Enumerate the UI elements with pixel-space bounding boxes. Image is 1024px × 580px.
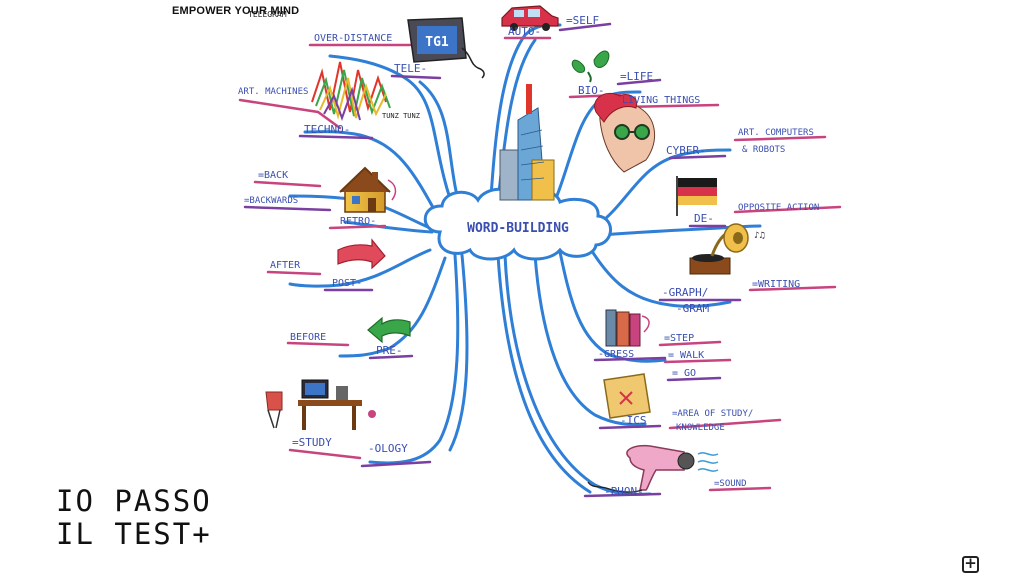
branch-post bbox=[288, 248, 432, 288]
brand-logo: IO PASSO IL TEST+ bbox=[56, 486, 246, 552]
ology-prefix-label: -OLOGY bbox=[368, 442, 408, 455]
green-arrow-icon bbox=[367, 316, 411, 344]
branch-ology-2 bbox=[448, 253, 469, 452]
cyber-face-icon bbox=[594, 92, 656, 173]
pre-meaning-label: BEFORE bbox=[290, 332, 326, 343]
graph-prefix1-label: -GRAPH/ bbox=[662, 286, 708, 299]
gress-meaning3-label: = GO bbox=[672, 368, 696, 379]
phon-meaning-label: =SOUND bbox=[714, 479, 747, 489]
svg-text:TG1: TG1 bbox=[425, 35, 449, 50]
post-meaning-label: AFTER bbox=[270, 260, 301, 271]
labels: TELEGRAM OVER-DISTANCE TELE- ART. MACHIN… bbox=[238, 10, 819, 498]
ics-meaning1-label: =AREA OF STUDY/ bbox=[672, 409, 753, 419]
de-prefix-label: DE- bbox=[694, 212, 714, 225]
expand-button[interactable]: + bbox=[962, 554, 979, 573]
branch-gress bbox=[558, 250, 667, 363]
svg-text:TUNZ TUNZ: TUNZ TUNZ bbox=[382, 112, 420, 120]
retro-meaning1-label: =BACK bbox=[258, 170, 288, 181]
ology-meaning-label: =STUDY bbox=[292, 436, 332, 449]
gramophone-icon: ♪♫ bbox=[689, 223, 765, 275]
logo-line-1: IO PASSO bbox=[56, 484, 212, 518]
retro-prefix-label: RETRO- bbox=[340, 216, 376, 227]
bio-meaning2-label: LIVING THINGS bbox=[622, 95, 700, 106]
ics-prefix-label: -ICS bbox=[620, 414, 647, 427]
desk-icon bbox=[265, 379, 376, 430]
phon-prefix-label: -PHON- bbox=[604, 485, 644, 498]
graph-meaning-label: =WRITING bbox=[752, 279, 800, 290]
pre-prefix-label: PRE- bbox=[376, 344, 403, 357]
red-arrow-icon bbox=[337, 238, 386, 270]
car-icon bbox=[501, 5, 559, 31]
gress-prefix-label: -GRESS bbox=[598, 349, 634, 360]
techno-meaning-label: ART. MACHINES bbox=[238, 87, 308, 97]
branch-ology bbox=[368, 253, 460, 465]
center-cloud: WORD-BUILDING bbox=[423, 187, 612, 261]
tele-meaning-label: OVER-DISTANCE bbox=[314, 33, 392, 44]
retro-meaning2-label: =BACKWARDS bbox=[244, 196, 298, 206]
tagline: EMPOWER YOUR MIND bbox=[172, 5, 300, 17]
plus-icon: + bbox=[964, 554, 977, 572]
branch-tele bbox=[328, 54, 458, 217]
books-icon bbox=[605, 309, 650, 347]
branch-pre bbox=[338, 256, 447, 358]
tele-example-label: TELEGRAM bbox=[248, 10, 287, 19]
skyscraper-icon bbox=[499, 84, 555, 201]
auto-meaning-label: =SELF bbox=[566, 14, 599, 27]
underlines bbox=[238, 22, 842, 498]
ics-meaning2-label: KNOWLEDGE bbox=[676, 423, 725, 433]
gress-meaning2-label: = WALK bbox=[668, 350, 704, 361]
plant-icon bbox=[571, 50, 610, 83]
branch-de bbox=[598, 224, 762, 237]
logo-line-2: IL TEST+ bbox=[56, 517, 212, 551]
svg-text:♪♫: ♪♫ bbox=[754, 231, 765, 241]
post-prefix-label: POST- bbox=[332, 278, 362, 289]
center-label: WORD-BUILDING bbox=[467, 221, 569, 236]
techno-prefix-label: TECHNO- bbox=[304, 123, 350, 136]
de-meaning-label: OPPOSITE ACTION bbox=[738, 203, 819, 213]
tv-icon: TG1 bbox=[407, 17, 485, 79]
branch-phon-2 bbox=[496, 253, 592, 494]
branch-graph bbox=[588, 246, 732, 308]
branch-ics bbox=[533, 253, 647, 426]
branch-retro bbox=[288, 194, 432, 230]
gress-meaning1-label: =STEP bbox=[664, 333, 694, 344]
branch-retro-2 bbox=[343, 220, 434, 234]
bio-meaning1-label: =LIFE bbox=[620, 70, 653, 83]
german-flag-icon bbox=[676, 176, 717, 216]
graph-prefix2-label: -GRAM bbox=[676, 302, 709, 315]
map-scroll-icon bbox=[603, 373, 651, 419]
cyber-prefix-label: CYBER- bbox=[666, 144, 706, 157]
cyber-meaning1-label: ART. COMPUTERS bbox=[738, 128, 814, 138]
auto-prefix-label: AUTO- bbox=[508, 25, 541, 38]
sound-wave-icon: TUNZ TUNZ bbox=[311, 61, 420, 121]
bio-prefix-label: BIO- bbox=[578, 84, 605, 97]
cyber-meaning2-label: & ROBOTS bbox=[742, 145, 785, 155]
tele-prefix-label: TELE- bbox=[394, 62, 427, 75]
house-icon bbox=[339, 166, 397, 213]
hair-dryer-icon bbox=[587, 444, 719, 493]
